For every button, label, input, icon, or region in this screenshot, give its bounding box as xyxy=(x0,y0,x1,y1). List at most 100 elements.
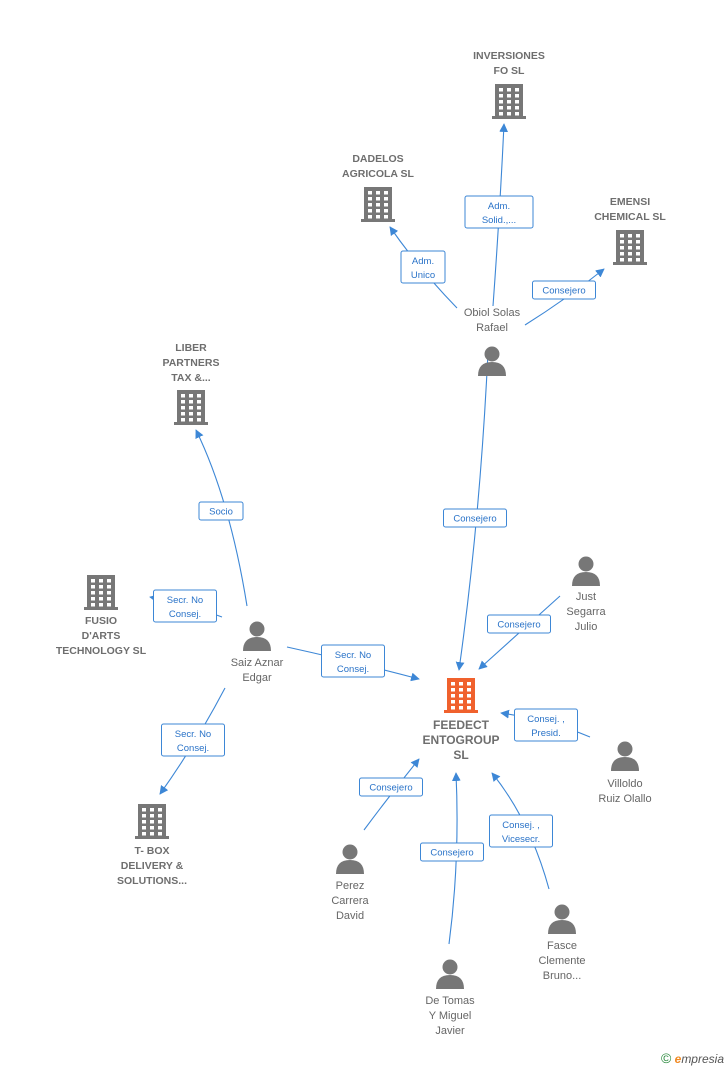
node-label-line: T- BOX xyxy=(134,845,169,857)
edge-label-text: Consej. , xyxy=(502,820,540,831)
edge-label-e12[interactable]: Consej. , Vicesecr. xyxy=(489,814,553,848)
node-label-line: Rafael xyxy=(476,322,508,334)
building-window xyxy=(107,585,111,589)
edge-label-text: Consej. xyxy=(169,609,201,620)
edge-label-box xyxy=(400,250,446,284)
edge-label-text: Consejero xyxy=(542,286,585,297)
building-window xyxy=(451,682,455,686)
building-window xyxy=(158,820,162,824)
node-label-line: FEEDECT xyxy=(433,718,490,732)
person-icon xyxy=(436,959,464,989)
building-window xyxy=(620,246,624,250)
building-window xyxy=(459,688,463,692)
edge-label-e10[interactable]: Consej. ,Presid. xyxy=(514,708,578,742)
building-window xyxy=(636,234,640,238)
node-label-line: LIBER xyxy=(175,342,207,354)
edge-label-e2[interactable]: Adm.Unico xyxy=(400,250,446,284)
edge-label-text: Consej. , xyxy=(527,714,565,725)
building-window xyxy=(197,400,201,404)
person-body xyxy=(478,362,506,376)
edge-label-e3[interactable]: Consejero xyxy=(532,280,596,300)
building-window xyxy=(628,252,632,256)
person-head xyxy=(249,621,265,637)
building-window xyxy=(628,258,632,262)
edge-label-e11[interactable]: Consejero xyxy=(359,777,423,797)
node-label-line: AGRICOLA SL xyxy=(342,168,415,180)
person-body xyxy=(572,572,600,586)
building-base xyxy=(84,607,118,610)
building-window xyxy=(376,209,380,213)
building-window xyxy=(91,585,95,589)
edge-label-e5[interactable]: Socio xyxy=(198,501,244,521)
building-window xyxy=(368,203,372,207)
building-icon xyxy=(135,804,169,839)
edge-label-text: Adm. xyxy=(412,256,434,267)
person-head xyxy=(578,556,594,572)
node-label-line: CHEMICAL SL xyxy=(594,211,666,223)
person-icon xyxy=(548,904,576,934)
node-label-line: Bruno... xyxy=(543,970,582,982)
edge-label-e9[interactable]: Consejero xyxy=(487,614,551,634)
building-base xyxy=(444,710,478,713)
edge-label-text: Consejero xyxy=(369,783,412,794)
edge-label-text: Secr. No xyxy=(335,650,371,661)
building-window xyxy=(91,603,95,607)
person-body xyxy=(436,975,464,989)
node-label-line: INVERSIONES xyxy=(473,50,545,62)
node-label-line: Carrera xyxy=(331,895,369,907)
edge-label-box xyxy=(420,842,484,862)
node-fasce[interactable]: FasceClementeBruno... xyxy=(538,904,586,983)
building-window xyxy=(150,820,154,824)
person-icon xyxy=(611,741,639,771)
node-label-line: Javier xyxy=(435,1025,465,1037)
edge-label-text: Vicesecr. xyxy=(502,834,540,845)
building-window xyxy=(107,591,111,595)
edge-label-e13[interactable]: Consejero xyxy=(420,842,484,862)
node-label-line: David xyxy=(336,910,364,922)
building-window xyxy=(620,234,624,238)
building-window xyxy=(91,591,95,595)
building-window xyxy=(181,412,185,416)
edge-label-e4[interactable]: Consejero xyxy=(443,508,507,528)
person-body xyxy=(243,637,271,651)
node-label-line: Villoldo xyxy=(607,778,642,790)
building-icon xyxy=(174,390,208,425)
building-window xyxy=(451,688,455,692)
node-label-line: Fasce xyxy=(547,940,577,952)
edge-label-text: Secr. No xyxy=(175,729,211,740)
building-window xyxy=(189,418,193,422)
building-window xyxy=(636,252,640,256)
edge-label-e7[interactable]: Secr. No Consej. xyxy=(321,644,385,678)
copyright-icon: © xyxy=(660,1050,672,1066)
building-window xyxy=(158,832,162,836)
node-label-line: FUSIO xyxy=(85,615,117,627)
building-window xyxy=(507,112,511,116)
person-body xyxy=(611,757,639,771)
building-window xyxy=(507,106,511,110)
building-window xyxy=(628,240,632,244)
edge-label-e1[interactable]: Adm.Solid.,... xyxy=(464,195,534,229)
building-window xyxy=(91,597,95,601)
node-label-line: Julio xyxy=(575,621,598,633)
building-window xyxy=(158,808,162,812)
edge-label-text: Socio xyxy=(209,507,233,518)
edge-label-text: Solid.,... xyxy=(482,215,516,226)
edge-label-text: Consej. xyxy=(337,664,369,675)
building-window xyxy=(451,706,455,710)
